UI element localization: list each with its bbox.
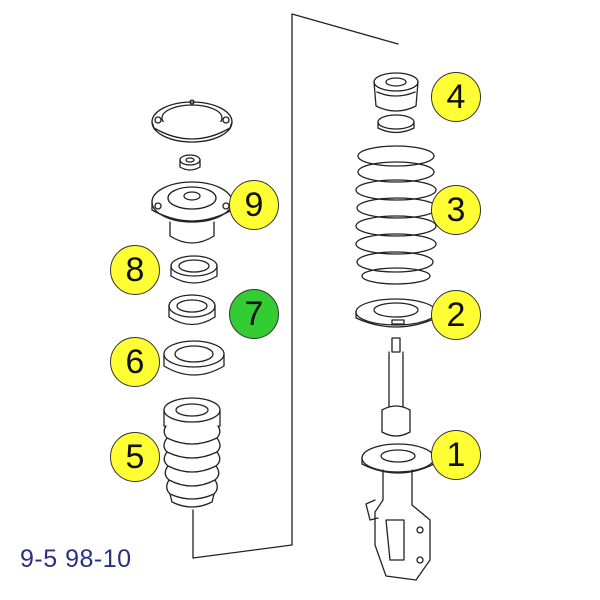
diagram-caption: 9-5 98-10 (20, 545, 132, 573)
bump-ring-part-6 (163, 340, 225, 376)
callout-badge-6[interactable]: 6 (110, 337, 160, 387)
callout-badge-9[interactable]: 9 (229, 180, 279, 230)
callout-badge-4[interactable]: 4 (431, 72, 481, 122)
dust-boot-part-5 (163, 397, 221, 508)
callout-badge-2[interactable]: 2 (431, 290, 481, 340)
coil-spring-part-3 (355, 145, 438, 285)
callout-badge-5[interactable]: 5 (110, 432, 160, 482)
callout-badge-1[interactable]: 1 (431, 430, 481, 480)
strut-mount-part-9 (151, 181, 233, 244)
callout-badge-8[interactable]: 8 (110, 245, 160, 295)
strut-part-1 (361, 337, 435, 581)
ring-part-7 (168, 294, 216, 326)
top-mount-plate (151, 99, 233, 143)
callout-badge-7[interactable]: 7 (229, 289, 279, 339)
bump-stop-part-4 (373, 72, 419, 134)
spring-seat-part-2 (355, 298, 437, 328)
callout-badge-3[interactable]: 3 (431, 185, 481, 235)
assembly-bracket-line (192, 13, 399, 559)
nut (179, 154, 201, 171)
bearing-ring-part-8 (170, 255, 218, 284)
